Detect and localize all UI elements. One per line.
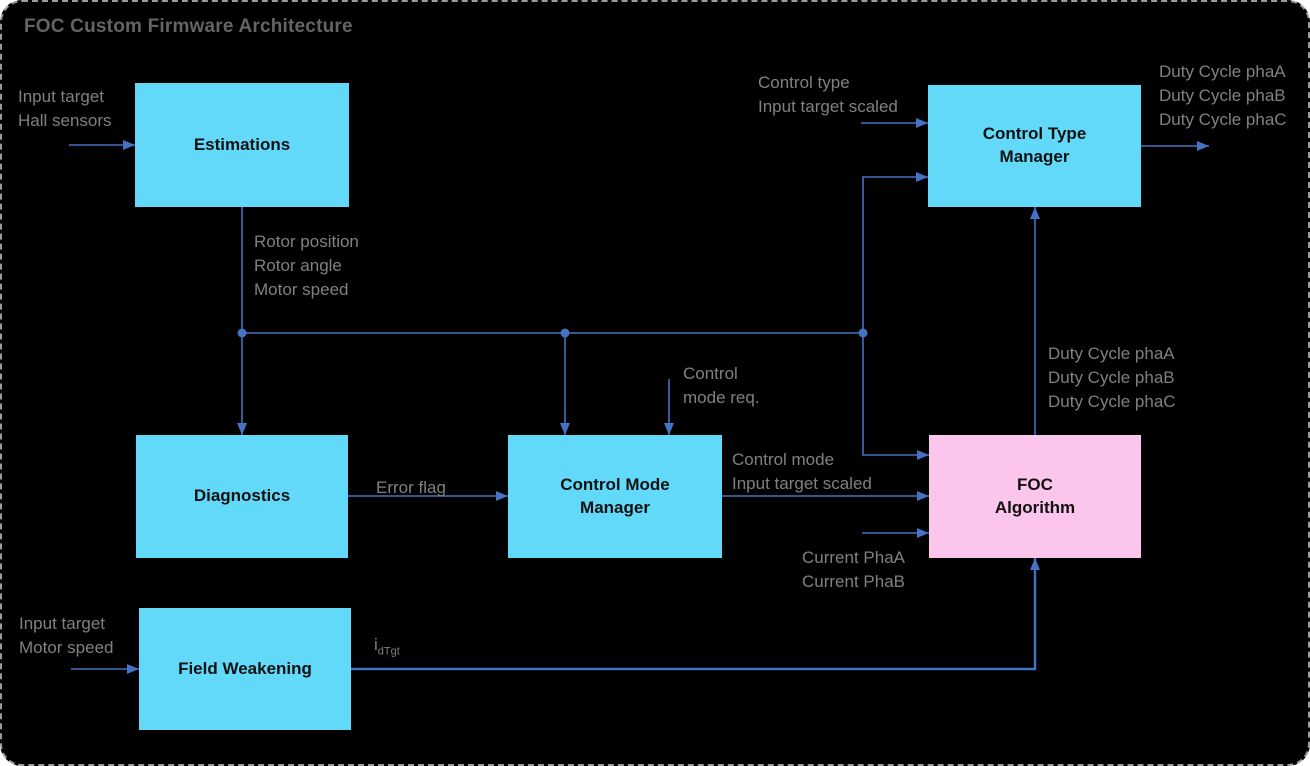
block-label: FOC Algorithm	[994, 474, 1076, 517]
junction-dot	[858, 328, 868, 338]
edge-label: Input target	[19, 614, 106, 633]
edge-label: Motor speed	[254, 280, 349, 299]
arrow-bus-to-foc-algorithm	[862, 333, 929, 460]
block-diagnostics: Diagnostics	[136, 435, 348, 558]
edge-label: Control type	[758, 73, 850, 92]
duty-cycle-internal-labels: Duty Cycle phaA Duty Cycle phaB Duty Cyc…	[1048, 342, 1176, 414]
estimations-output-labels: Rotor position Rotor angle Motor speed	[254, 230, 359, 302]
block-foc-algorithm: FOC Algorithm	[929, 435, 1141, 558]
block-control-type-manager: Control Type Manager	[928, 85, 1141, 207]
block-control-mode-manager: Control Mode Manager	[508, 435, 722, 558]
edge-label: Duty Cycle phaB	[1159, 86, 1286, 105]
duty-cycle-output-labels: Duty Cycle phaA Duty Cycle phaB Duty Cyc…	[1159, 60, 1287, 132]
edge-label: Duty Cycle phaC	[1159, 110, 1287, 129]
arrow-field-weakening-to-foc	[351, 558, 1040, 671]
edge-label: Control mode	[732, 450, 835, 469]
edge-label: Hall sensors	[18, 111, 112, 130]
current-input-labels: Current PhaA Current PhaB	[802, 546, 905, 594]
edge-label: Duty Cycle phaA	[1048, 344, 1175, 363]
junction-dot	[237, 328, 247, 338]
edge-label: Current PhaB	[802, 572, 905, 591]
id-target-label: idTgt	[374, 633, 400, 663]
edge-label: Duty Cycle phaB	[1048, 368, 1175, 387]
block-estimations: Estimations	[135, 83, 349, 207]
junction-dot	[560, 328, 570, 338]
block-label: Field Weakening	[178, 658, 312, 678]
edge-label: Input target	[18, 87, 105, 106]
edge-label: i	[374, 635, 378, 654]
edge-label: Motor speed	[19, 638, 114, 657]
block-label: Control Mode Manager	[560, 474, 670, 517]
block-label: Diagnostics	[193, 486, 291, 506]
diagram-title: FOC Custom Firmware Architecture	[24, 16, 353, 37]
edge-label: Input target scaled	[732, 474, 872, 493]
edge-label-subscript: dTgt	[377, 645, 400, 658]
arrow-bus-to-control-type-manager	[862, 172, 928, 333]
control-mode-output-labels: Control mode Input target scaled	[732, 448, 872, 496]
edge-label: Rotor position	[254, 232, 359, 251]
block-label: Estimations	[193, 134, 291, 154]
edge-label: Rotor angle	[254, 256, 342, 275]
edge-label: Current PhaA	[802, 548, 905, 567]
field-weakening-input-labels: Input target Motor speed	[19, 612, 114, 660]
error-flag-label: Error flag	[376, 476, 446, 500]
edge-label: Error flag	[376, 478, 446, 497]
edge-label: Control	[683, 364, 738, 383]
block-field-weakening: Field Weakening	[139, 608, 351, 730]
edge-label: Input target scaled	[758, 97, 898, 116]
edge-label: Duty Cycle phaC	[1048, 392, 1176, 411]
edge-label: mode req.	[683, 388, 760, 407]
block-label: Control Type Manager	[982, 124, 1087, 166]
control-type-input-labels: Control type Input target scaled	[758, 71, 898, 119]
control-mode-request-labels: Control mode req.	[683, 362, 760, 410]
estimations-input-labels: Input target Hall sensors	[18, 85, 112, 133]
edge-label: Duty Cycle phaA	[1159, 62, 1286, 81]
